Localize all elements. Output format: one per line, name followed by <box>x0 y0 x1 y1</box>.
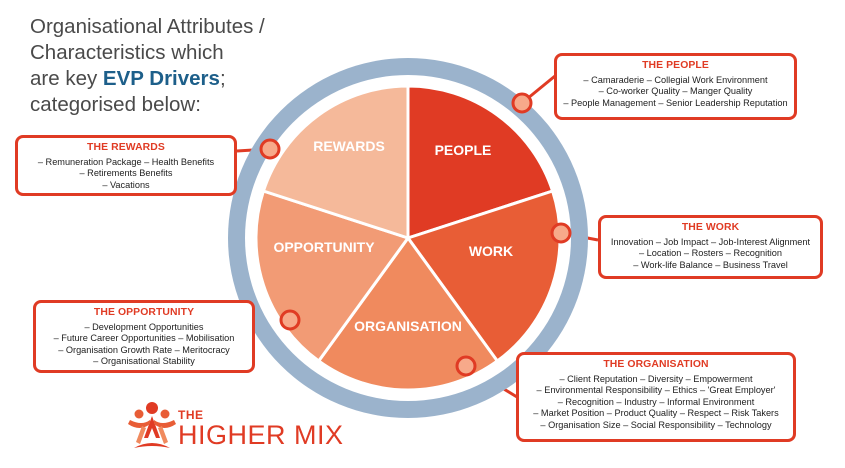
rewards-line: – Retirements Benefits <box>79 168 173 179</box>
people-line: – Camaraderie – Collegial Work Environme… <box>583 74 768 85</box>
people-line: – People Management – Senior Leadership … <box>563 97 788 108</box>
heading-line-3: are key EVP Drivers; <box>30 66 280 92</box>
connector-dot-opportunity <box>279 309 301 331</box>
work-box-title: THE WORK <box>681 222 740 233</box>
people-line: – Co-worker Quality – Manger Quality <box>598 86 753 97</box>
opportunity-line: – Development Opportunities <box>84 321 204 332</box>
connector-dot-rewards <box>259 138 281 160</box>
heading-line-3-suffix: ; <box>219 67 226 90</box>
opportunity-line: – Future Career Opportunities – Mobilisa… <box>53 333 235 344</box>
work-box: THE WORK Innovation – Job Impact – Job-I… <box>598 215 823 279</box>
heading-line-2: Characteristics which <box>30 41 224 64</box>
rewards-line: – Remuneration Package – Health Benefits <box>37 156 215 167</box>
heading-emphasis: EVP Drivers <box>102 67 220 90</box>
wheel-segment-organisation <box>317 236 499 392</box>
work-line: – Work-life Balance – Business Travel <box>633 259 788 270</box>
wheel-segments <box>254 84 562 392</box>
rewards-box-title: THE REWARDS <box>87 142 165 153</box>
rewards-box: THE REWARDS – Remuneration Package – Hea… <box>15 135 237 196</box>
logo-the-text: THE <box>178 408 204 422</box>
connector-dot-work <box>550 222 572 244</box>
wheel-segment-rewards <box>261 84 410 240</box>
heading-line-4: categorised below: <box>30 93 201 116</box>
segment-label-rewards: REWARDS <box>313 138 385 154</box>
opportunity-line: – Organisation Growth Rate – Meritocracy <box>58 344 230 355</box>
wheel-segment-labels: PEOPLE WORK ORGANISATION OPPORTUNITY REW… <box>273 138 513 334</box>
people-box-title: THE PEOPLE <box>642 60 709 71</box>
organisation-box: THE ORGANISATION – Client Reputation – D… <box>516 352 796 442</box>
higher-mix-logo-icon <box>128 402 176 448</box>
connector-dots <box>259 92 572 377</box>
organisation-line: – Client Reputation – Diversity – Empowe… <box>559 373 753 384</box>
wheel-segment-people <box>406 84 555 240</box>
connector-dot-organisation <box>455 355 477 377</box>
page-heading: Organisational Attributes / Characterist… <box>30 14 280 118</box>
people-box: THE PEOPLE – Camaraderie – Collegial Wor… <box>554 53 797 120</box>
organisation-box-title: THE ORGANISATION <box>603 359 709 370</box>
work-line: Innovation – Job Impact – Job-Interest A… <box>610 236 811 247</box>
wheel-segment-work <box>406 189 562 363</box>
rewards-line: – Vacations <box>102 179 150 190</box>
heading-line-1: Organisational Attributes / <box>30 15 265 38</box>
work-line: – Location – Rosters – Recognition <box>638 248 782 259</box>
opportunity-box: THE OPPORTUNITY – Development Opportunit… <box>33 300 255 373</box>
connector-dot-people <box>511 92 533 114</box>
organisation-line: – Organisation Size – Social Responsibil… <box>540 419 772 430</box>
organisation-line: – Market Position – Product Quality – Re… <box>533 408 779 419</box>
segment-label-organisation: ORGANISATION <box>354 318 462 334</box>
opportunity-box-title: THE OPPORTUNITY <box>93 307 195 318</box>
segment-label-work: WORK <box>469 243 513 259</box>
segment-label-opportunity: OPPORTUNITY <box>273 239 375 255</box>
segment-label-people: PEOPLE <box>435 142 492 158</box>
logo-name-text: HIGHER MIX <box>178 420 344 450</box>
organisation-line: – Recognition – Industry – Informal Envi… <box>557 396 755 407</box>
organisation-line: – Environmental Responsibility – Ethics … <box>536 385 776 396</box>
opportunity-line: – Organisational Stability <box>93 356 195 367</box>
heading-line-3-prefix: are key <box>30 67 103 90</box>
